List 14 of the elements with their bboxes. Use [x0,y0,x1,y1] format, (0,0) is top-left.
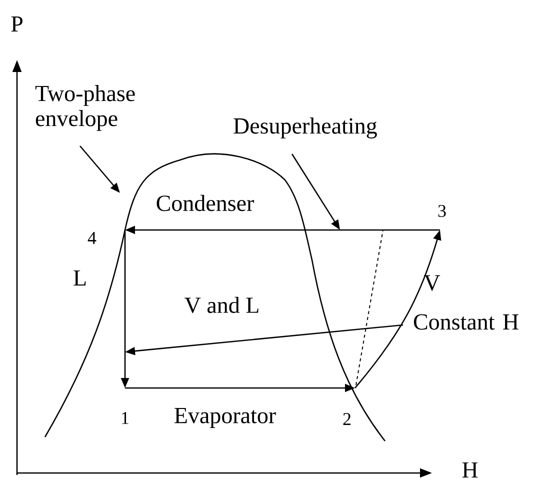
annotation-text: Two-phase envelope [35,85,135,131]
annotation-text: Desuperheating [234,118,377,138]
annotation-text: Constant H [414,314,518,330]
region-label: Evaporator [174,408,276,428]
region-label: P [11,16,22,32]
region-label: V [424,275,440,291]
region-label: Condenser [156,194,254,212]
state-number: 3 [438,204,446,218]
state-number: 2 [343,413,351,425]
state-number: 4 [88,232,96,244]
region-label: H [462,462,478,478]
state-number: 1 [122,412,128,424]
region-label: V and L [184,296,258,314]
region-label: L [74,270,86,286]
